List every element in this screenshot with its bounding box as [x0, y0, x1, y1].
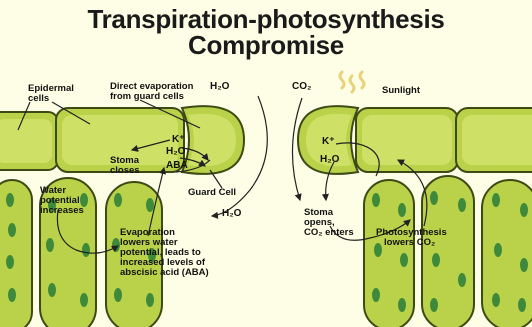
label-sunlight: Sunlight	[382, 86, 420, 96]
label-cells: cells	[28, 94, 49, 104]
left-epidermis	[0, 108, 184, 172]
label-h2o-top: H₂O	[210, 81, 229, 92]
label-h2o-right: H₂O	[320, 154, 339, 165]
label-stoma-closes-2: closes	[110, 166, 140, 176]
label-co2-top: CO₂	[292, 81, 311, 92]
label-direct-evaporation-2: from guard cells	[110, 92, 184, 102]
label-k-right: K⁺	[322, 136, 335, 147]
label-water-potential-3: increases	[40, 206, 84, 216]
label-aba: ABA	[166, 160, 188, 171]
label-h2o-mid: H₂O	[222, 208, 241, 219]
sunlight-rays	[340, 72, 364, 92]
label-stoma-opens-3: CO₂ enters	[304, 228, 354, 238]
right-mesophyll	[364, 176, 532, 327]
diagram-title-line-2: Compromise	[0, 32, 532, 59]
label-evaporation-5: abscisic acid (ABA)	[120, 268, 209, 278]
label-h2o-left: H₂O	[166, 146, 185, 157]
label-guard-cell: Guard Cell	[188, 188, 236, 198]
label-photosynthesis-2: lowers CO₂	[384, 238, 435, 248]
label-k-left: K⁺	[172, 134, 185, 145]
left-guard-cell	[182, 106, 244, 174]
right-epidermis	[356, 108, 532, 172]
diagram-title-line-1: Transpiration-photosynthesis	[0, 6, 532, 33]
